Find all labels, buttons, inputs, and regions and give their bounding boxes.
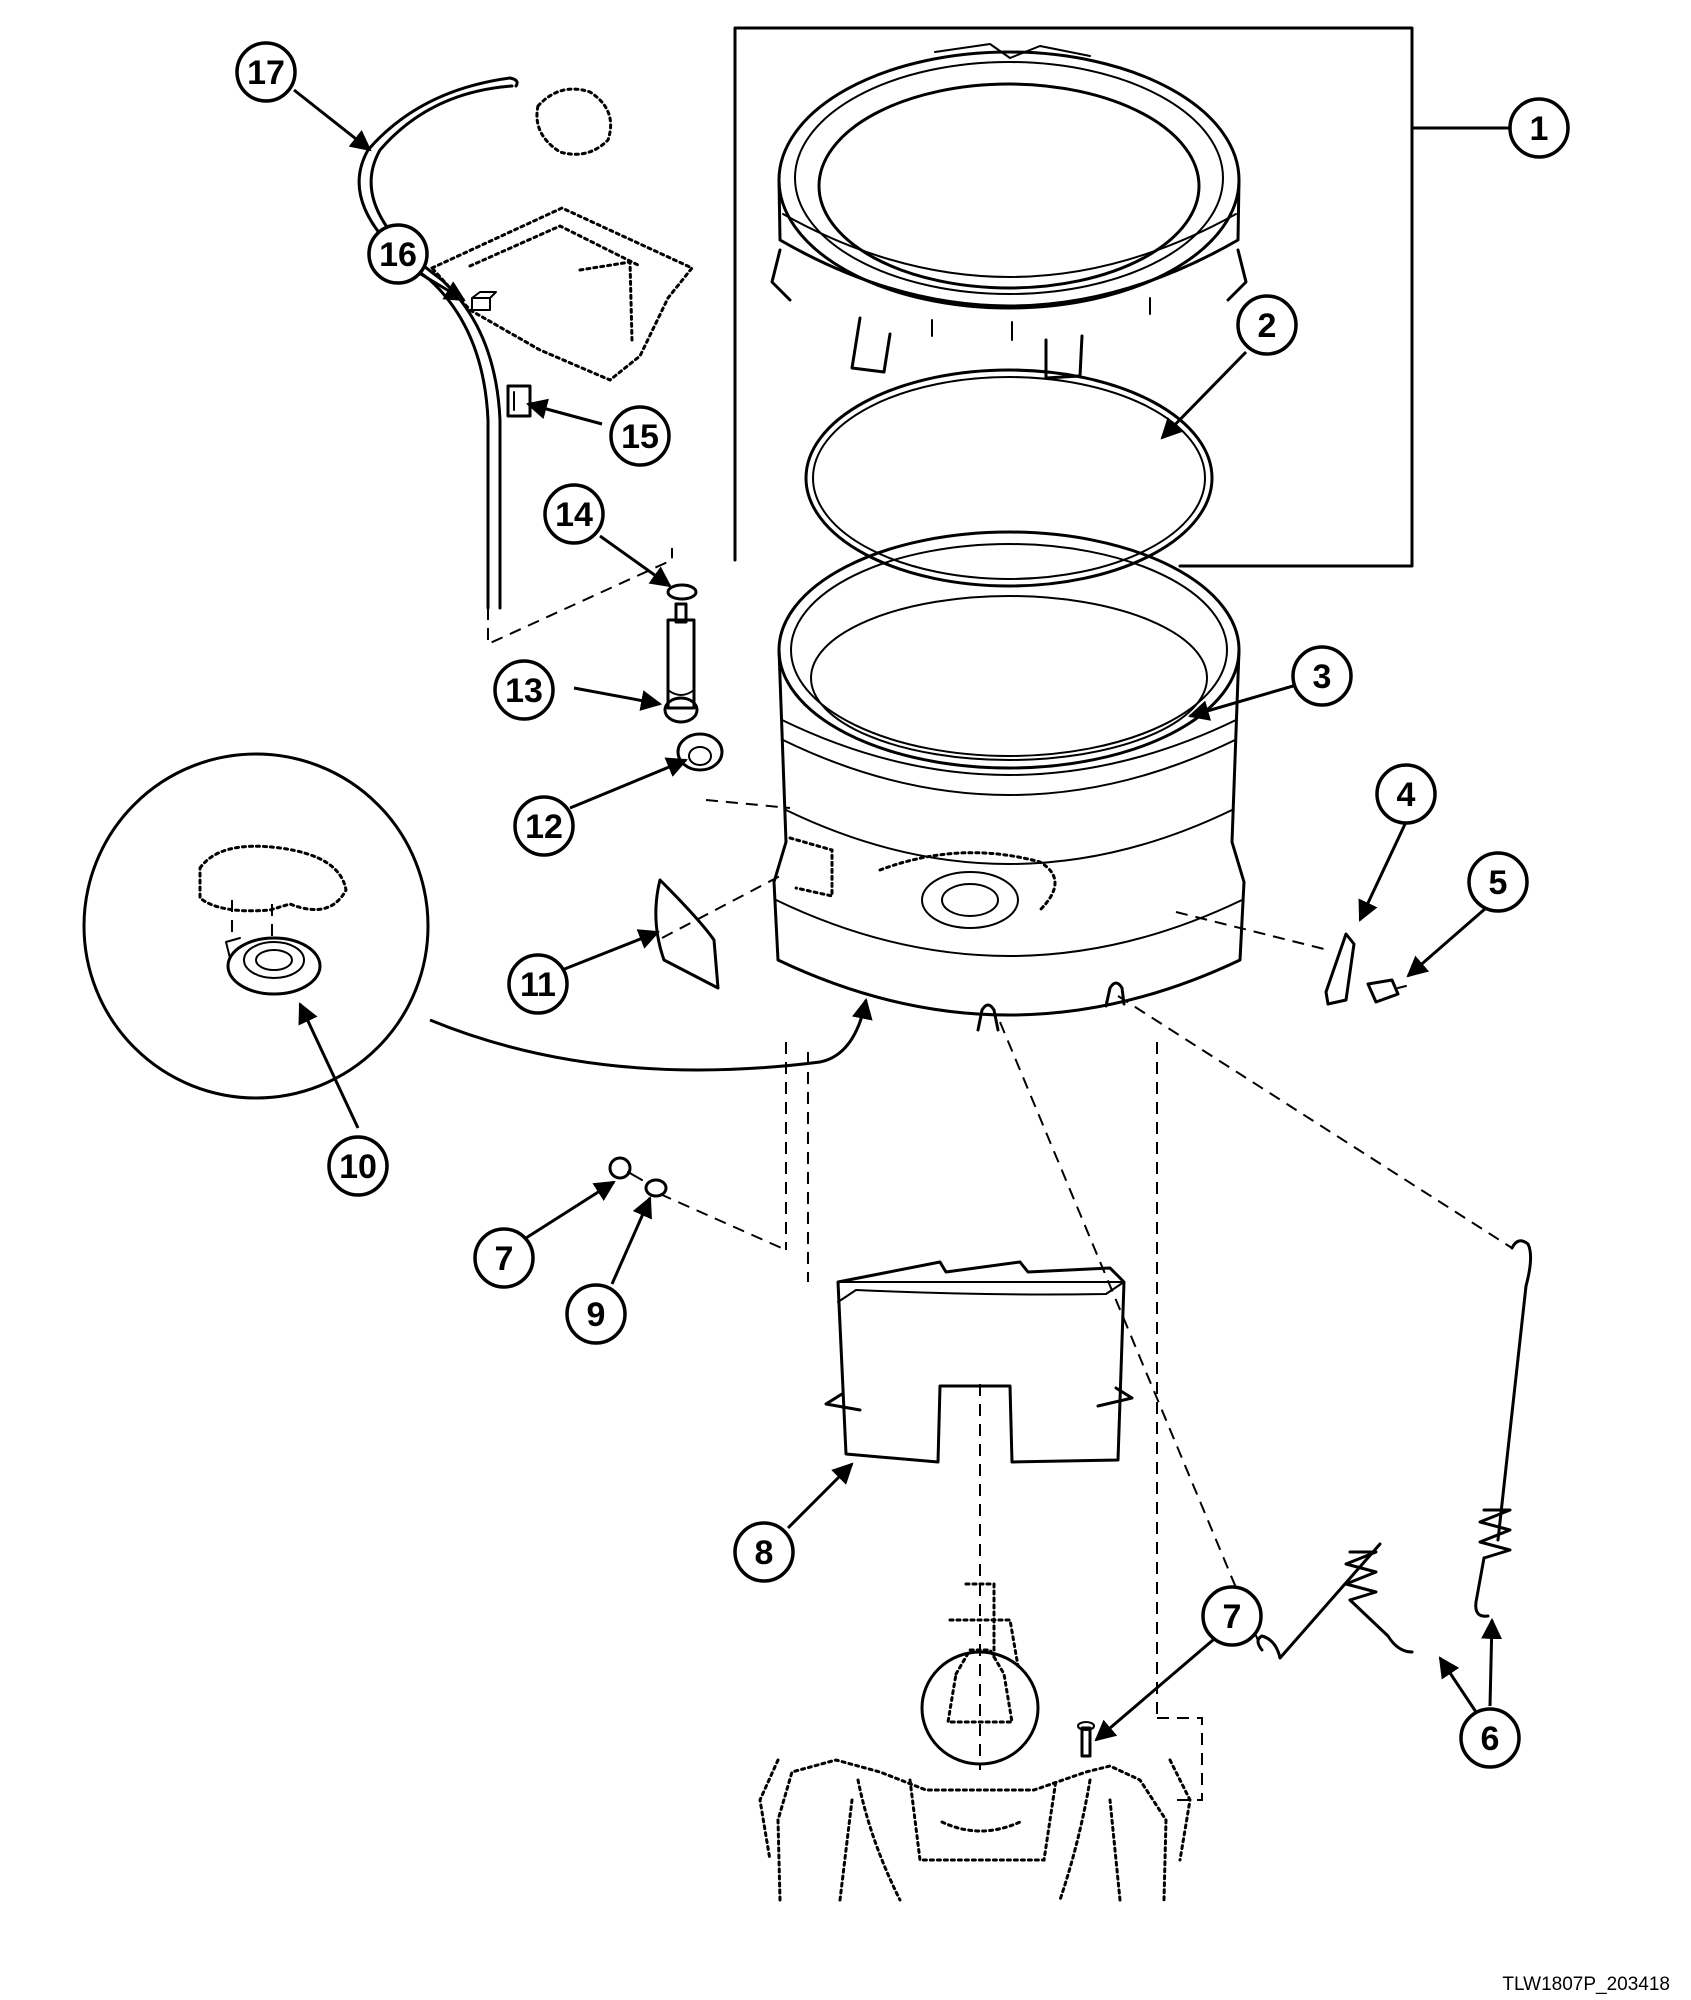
callout-label: 7	[1223, 1598, 1242, 1636]
callout-label: 4	[1397, 776, 1416, 814]
screw-part-7b	[1077, 1721, 1095, 1758]
callout-13: 13	[493, 659, 555, 721]
seal-ring-part	[804, 368, 1214, 588]
dispenser-assembly	[429, 87, 695, 382]
callout-label: 14	[555, 496, 593, 534]
callout-label: 17	[247, 54, 285, 92]
callout-label: 11	[520, 966, 556, 1004]
callout-16: 16	[367, 223, 429, 285]
detail-inset	[82, 752, 430, 1100]
drive-assembly	[758, 1582, 1192, 1902]
callout-10: 10	[327, 1135, 389, 1197]
callout-11: 11	[507, 953, 569, 1015]
grommet-part-12	[676, 732, 724, 772]
callout-6: 6	[1459, 1707, 1521, 1769]
screw-part-5	[1366, 978, 1407, 1004]
callout-label: 9	[587, 1296, 606, 1334]
callout-label: 12	[525, 808, 563, 846]
callout-12: 12	[513, 795, 575, 857]
callout-label: 15	[621, 418, 659, 456]
callout-1: 1	[1508, 97, 1570, 159]
callout-3: 3	[1291, 645, 1353, 707]
callout-9: 9	[565, 1283, 627, 1345]
callout-15: 15	[609, 405, 671, 467]
callout-label: 7	[495, 1240, 514, 1278]
callout-7a: 7	[473, 1227, 535, 1289]
callouts: 1 2 3 4 5 6 7 7 8 9 10 11 12 13 14 15 16…	[235, 41, 1570, 1769]
callout-5: 5	[1467, 851, 1529, 913]
clip-part-16	[471, 291, 497, 311]
washer-part-9	[644, 1178, 668, 1198]
tub-ring-part	[770, 43, 1248, 380]
springs-part-6	[1256, 1239, 1533, 1660]
drawing-id: TLW1807P_203418	[1502, 1974, 1670, 1995]
heat-shield-part-11	[654, 878, 720, 990]
callout-label: 13	[505, 672, 543, 710]
clamp-part-14	[666, 583, 698, 601]
callout-17: 17	[235, 41, 297, 103]
callout-label: 2	[1258, 307, 1277, 345]
shield-part-8	[824, 1260, 1134, 1464]
screw-part-7a	[608, 1156, 643, 1181]
bracket-part-4	[1324, 932, 1356, 1006]
inset-leader	[429, 997, 873, 1072]
outer-tub-part	[772, 530, 1246, 1032]
callout-label: 5	[1489, 864, 1508, 902]
callout-label: 8	[755, 1534, 774, 1572]
hose-part	[357, 76, 519, 610]
callout-4: 4	[1375, 763, 1437, 825]
assembly-bracket	[733, 26, 1512, 568]
alignment-lines	[487, 548, 1513, 1801]
leader-arrows	[293, 88, 1503, 1742]
callout-label: 3	[1313, 658, 1332, 696]
callout-label: 1	[1530, 110, 1549, 148]
callout-label: 16	[379, 236, 417, 274]
clip-part-15	[506, 384, 532, 418]
callout-8: 8	[733, 1521, 795, 1583]
callout-label: 6	[1481, 1720, 1500, 1758]
callout-14: 14	[543, 483, 605, 545]
callout-label: 10	[339, 1148, 377, 1186]
air-dome-part-13	[663, 602, 699, 724]
callout-2: 2	[1236, 294, 1298, 356]
callout-7b: 7	[1201, 1585, 1263, 1647]
